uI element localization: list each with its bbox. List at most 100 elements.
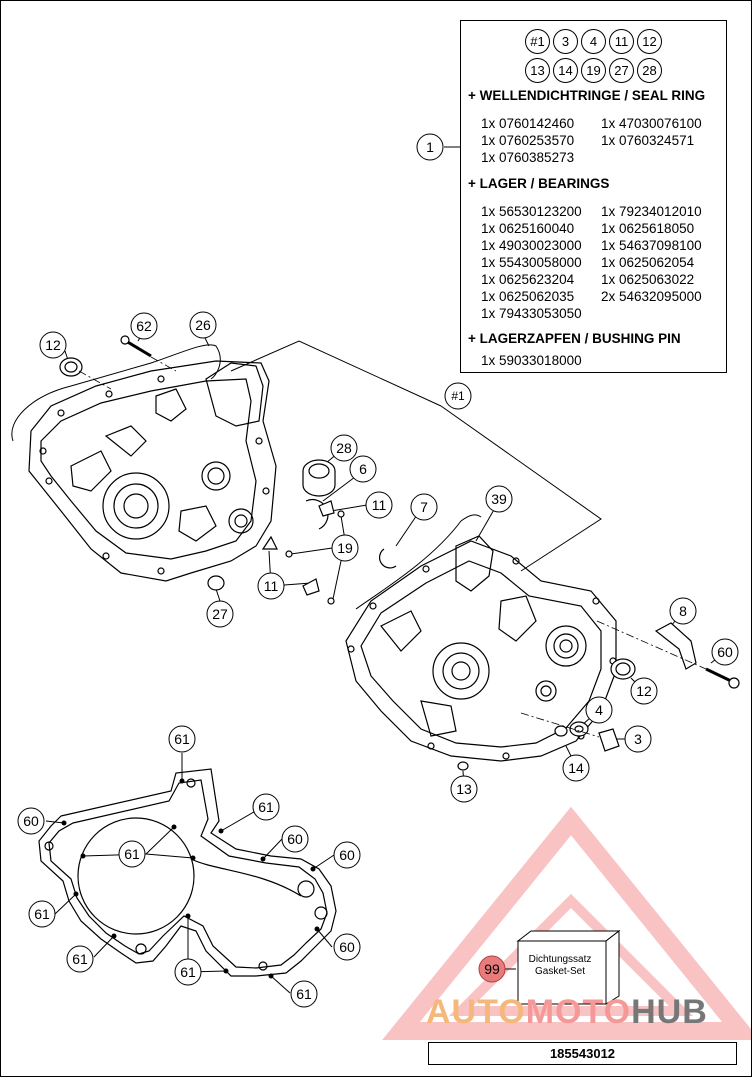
- seal-ring-title: + WELLENDICHTRINGE / SEAL RING: [468, 88, 706, 103]
- part-line: 1x 59033018000: [481, 353, 582, 368]
- left-crankcase-half: [28, 360, 277, 582]
- callout-39: 39: [485, 485, 513, 513]
- badge: 19: [581, 58, 606, 83]
- gasket-callout-61b: 61: [252, 793, 280, 821]
- badge: 27: [609, 58, 634, 83]
- callout-7: 7: [410, 493, 438, 521]
- svg-text:12: 12: [636, 683, 652, 699]
- callout-26: 26: [189, 311, 217, 339]
- gasket-callout-61e: 61: [66, 945, 94, 973]
- callout-27: 27: [206, 600, 234, 628]
- part-line: 1x 0760385273: [481, 150, 575, 165]
- part-line: 1x 0625618050: [601, 221, 695, 236]
- svg-text:60: 60: [23, 813, 39, 829]
- document-id: 185543012: [428, 1042, 737, 1065]
- callout-62: 62: [130, 312, 158, 340]
- part-line: 1x 56530123200: [481, 204, 582, 219]
- gasket-set-package: [516, 929, 621, 1005]
- svg-text:19: 19: [337, 540, 353, 556]
- badge: 11: [609, 29, 634, 54]
- svg-text:61: 61: [72, 951, 88, 967]
- svg-text:60: 60: [717, 644, 733, 660]
- callout-13: 13: [450, 775, 478, 803]
- part-line: 1x 0760142460: [481, 116, 575, 131]
- bearings-title: + LAGER / BEARINGS: [468, 176, 610, 191]
- included-parts-row-1: #1 3 4 11 12: [461, 29, 726, 54]
- badge: 14: [553, 58, 578, 83]
- callout-12a: 12: [39, 331, 67, 359]
- callouts: 1 12 62 26 #1 28 6 11 7 39 19 11 27 8 60…: [17, 133, 739, 1008]
- svg-text:60: 60: [339, 939, 355, 955]
- svg-text:7: 7: [420, 499, 428, 515]
- part-line: 1x 79234012010: [601, 204, 702, 219]
- callout-11a: 11: [365, 491, 393, 519]
- svg-text:28: 28: [336, 440, 352, 456]
- part-line: 1x 54637098100: [601, 238, 702, 253]
- callout-12b: 12: [630, 677, 658, 705]
- svg-text:39: 39: [491, 491, 507, 507]
- callout-3: 3: [624, 725, 652, 753]
- badge: #1: [525, 29, 550, 54]
- gasket-callout-60b: 60: [281, 825, 309, 853]
- svg-text:60: 60: [339, 847, 355, 863]
- svg-text:11: 11: [264, 578, 279, 594]
- callout-14: 14: [562, 754, 590, 782]
- svg-text:61: 61: [124, 846, 140, 862]
- gasket-callout-60d: 60: [333, 933, 361, 961]
- part-line: 1x 0760253570: [481, 133, 575, 148]
- svg-text:61: 61: [258, 799, 274, 815]
- svg-text:#1: #1: [451, 389, 465, 403]
- callout-8: 8: [669, 597, 697, 625]
- seal-ring-list-left: 1x 0760142460 1x 0760253570 1x 076038527…: [481, 115, 574, 166]
- callout-set-1: #1: [444, 382, 472, 410]
- logo-part-auto: AUTO: [426, 993, 526, 1031]
- gasket-callout-61c: 61: [118, 840, 146, 868]
- part-line: 1x 49030023000: [481, 238, 582, 253]
- badge: 4: [581, 29, 606, 54]
- gasket-callout-61d: 61: [28, 900, 56, 928]
- gasket-callout-60a: 60: [17, 807, 45, 835]
- gasket-callout-61a: 61: [168, 725, 196, 753]
- svg-text:1: 1: [426, 139, 434, 155]
- svg-text:13: 13: [456, 781, 472, 797]
- bushing-pin-list: 1x 59033018000: [481, 352, 582, 369]
- svg-text:26: 26: [195, 317, 211, 333]
- callout-11b: 11: [257, 572, 285, 600]
- callout-99: 99: [478, 955, 506, 983]
- svg-text:14: 14: [568, 760, 584, 776]
- svg-text:27: 27: [212, 606, 228, 622]
- svg-text:62: 62: [136, 318, 152, 334]
- left-gasket-outline: [11, 344, 221, 442]
- callout-6: 6: [349, 455, 377, 483]
- svg-text:61: 61: [174, 731, 190, 747]
- gasket-set-line-de: Dichtungssatz: [528, 954, 592, 965]
- callout-28: 28: [330, 434, 358, 462]
- bearings-list-right: 1x 79234012010 1x 0625618050 1x 54637098…: [601, 203, 702, 305]
- part-line: 1x 0625063022: [601, 272, 695, 287]
- right-crankcase-half: [345, 535, 617, 762]
- gasket-callout-60c: 60: [333, 841, 361, 869]
- part-line: 1x 0625062054: [601, 255, 695, 270]
- badge: 12: [637, 29, 662, 54]
- seal-ring-list-right: 1x 47030076100 1x 0760324571: [601, 115, 702, 149]
- right-gasket-outline: [355, 514, 482, 610]
- badge: 28: [637, 58, 662, 83]
- callout-4: 4: [585, 696, 613, 724]
- badge: 13: [525, 58, 550, 83]
- part-line: 1x 47030076100: [601, 116, 702, 131]
- part-line: 2x 54632095000: [601, 289, 702, 304]
- gasket-holes: [61, 778, 320, 979]
- svg-text:60: 60: [287, 831, 303, 847]
- bushing-pin-title: + LAGERZAPFEN / BUSHING PIN: [468, 331, 681, 346]
- svg-text:12: 12: [45, 337, 61, 353]
- watermark-logo: [382, 806, 751, 1040]
- logo-part-moto: MOTO: [525, 993, 632, 1031]
- part-line: 1x 0625623204: [481, 272, 575, 287]
- svg-text:3: 3: [634, 731, 642, 747]
- callout-60a: 60: [711, 638, 739, 666]
- svg-text:4: 4: [595, 702, 603, 718]
- callout-1: 1: [416, 133, 444, 161]
- gasket-set-line-en: Gasket-Set: [534, 966, 586, 977]
- included-parts-row-2: 13 14 19 27 28: [461, 58, 726, 83]
